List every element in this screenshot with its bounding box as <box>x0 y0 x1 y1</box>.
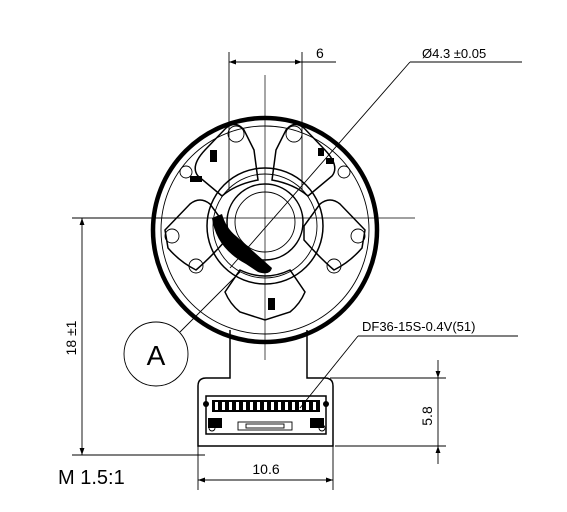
connector-label: DF36-15S-0.4V(51) <box>362 319 475 334</box>
dim-connector-height-label: 5.8 <box>419 406 435 426</box>
connector-pins <box>215 402 316 410</box>
dimension-width-top: 6 <box>228 45 336 190</box>
dimension-diameter: Ø4.3 ±0.05 <box>229 46 522 269</box>
flex-cable <box>197 330 334 447</box>
dim-width-top-label: 6 <box>316 45 324 61</box>
dimension-height: 18 ±1 <box>63 217 205 456</box>
scale-label: M 1.5:1 <box>58 467 125 489</box>
dimension-connector-height: 5.8 <box>330 360 446 464</box>
dim-height-label: 18 ±1 <box>63 320 79 355</box>
connector-callout: DF36-15S-0.4V(51) <box>299 319 518 409</box>
dim-width-bottom-label: 10.6 <box>252 461 279 477</box>
detail-marker-label: A <box>147 340 166 371</box>
spoke-lobes <box>164 123 366 321</box>
detail-marker: A <box>123 271 241 387</box>
dim-diameter-label: Ø4.3 ±0.05 <box>422 46 486 61</box>
dimension-width-bottom: 10.6 <box>197 446 334 490</box>
